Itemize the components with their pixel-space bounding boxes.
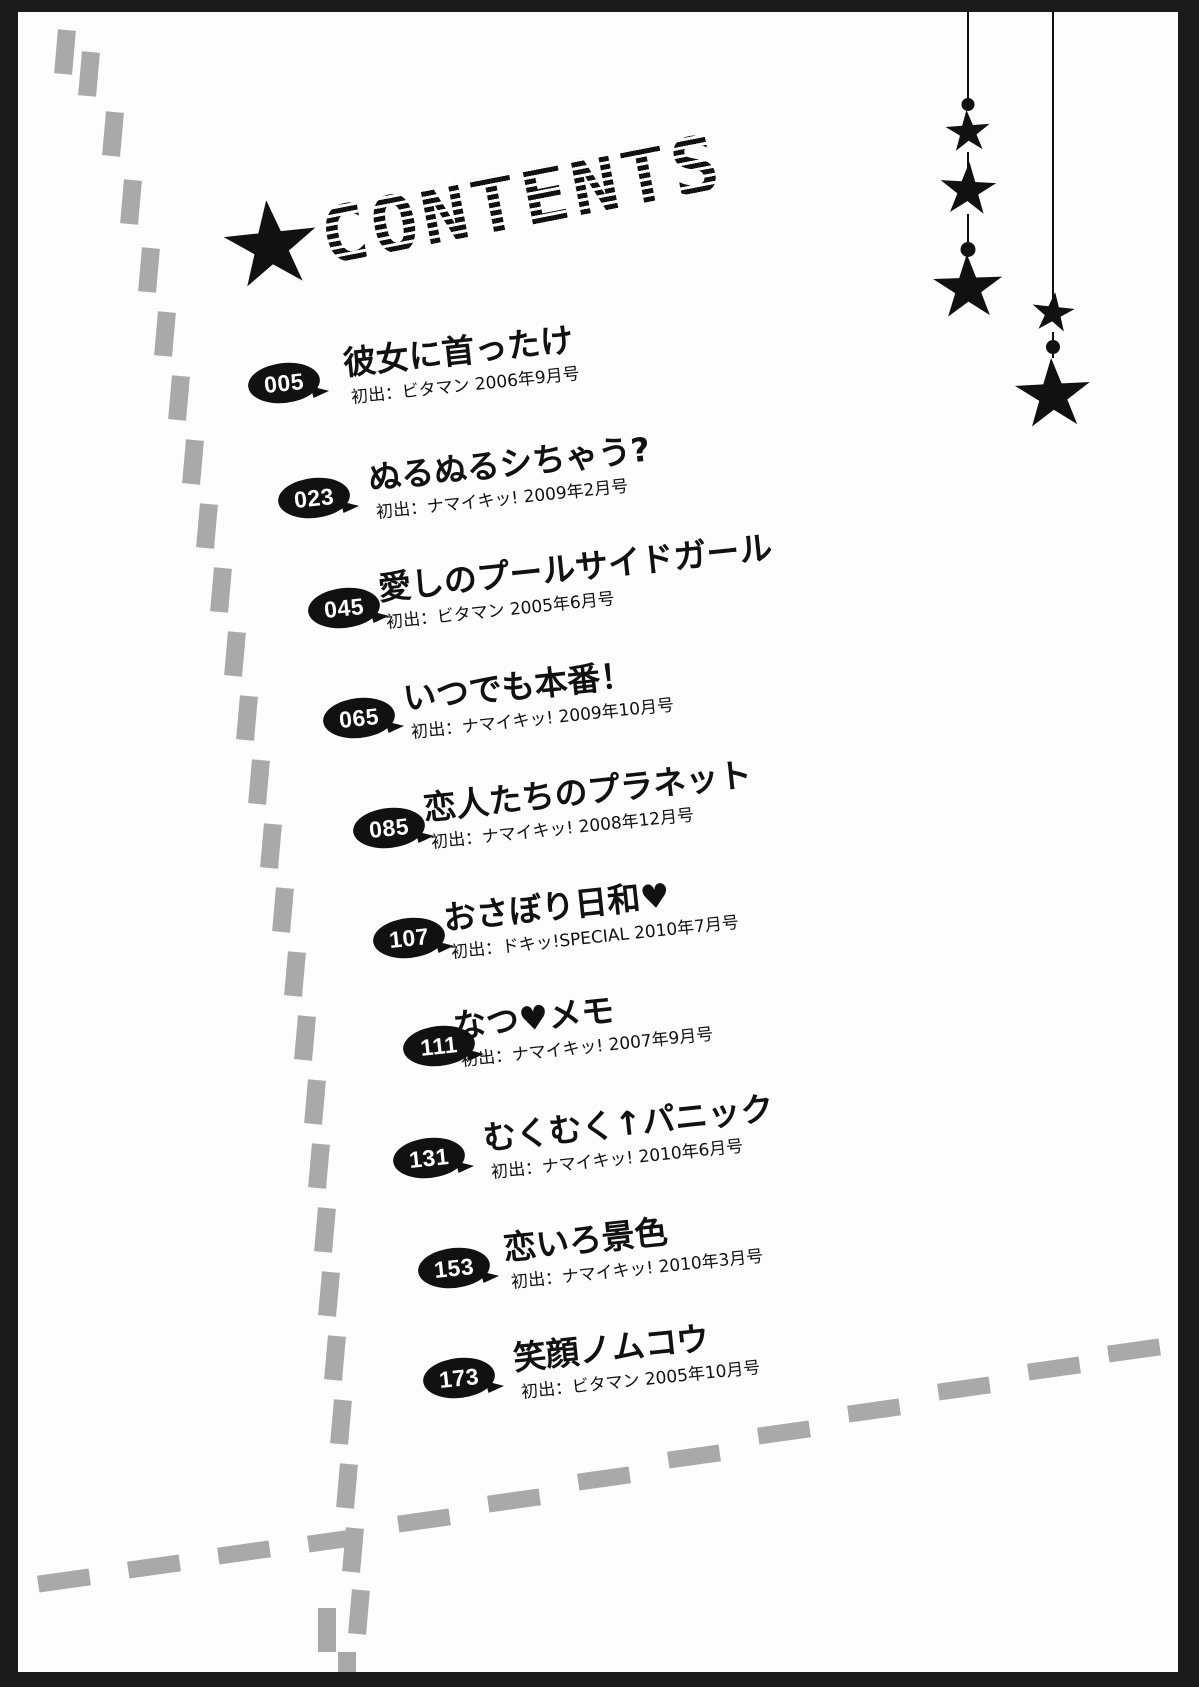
page-number-badge[interactable]: 065 [321, 694, 397, 742]
bead-icon [961, 98, 975, 111]
dash-segment [102, 111, 124, 157]
page-number-badge[interactable]: 005 [246, 359, 322, 407]
dash-segment [1027, 1356, 1081, 1381]
dash-segment [314, 1207, 336, 1253]
page-number-badge[interactable]: 107 [371, 914, 447, 962]
dash-segment [168, 375, 190, 421]
dash-segment [294, 1015, 316, 1061]
mobile-string [967, 152, 969, 174]
page-title-group: CONTENTS [213, 118, 773, 282]
mobile-string [967, 12, 969, 102]
dash-segment [577, 1466, 631, 1491]
star-mobile-right [1018, 12, 1088, 452]
star-icon [938, 161, 999, 220]
dash-segment [397, 1508, 451, 1533]
page-number-badge[interactable]: 045 [306, 584, 382, 632]
dash-segment [937, 1376, 991, 1401]
page-number-badge[interactable]: 153 [416, 1244, 492, 1292]
dash-segment [210, 567, 232, 613]
mobile-string [1052, 12, 1054, 302]
dash-segment [260, 823, 282, 869]
dash-segment [324, 1335, 346, 1381]
page-number-badge[interactable]: 023 [276, 474, 352, 522]
star-icon [1012, 356, 1094, 434]
dash-segment [154, 311, 176, 357]
dash-segment [336, 1463, 358, 1509]
dash-segment [487, 1488, 541, 1513]
page-number-badge[interactable]: 085 [351, 804, 427, 852]
dash-segment [308, 1143, 330, 1189]
dash-segment [757, 1420, 811, 1445]
dash-segment [272, 887, 294, 933]
dash-segment [348, 1589, 370, 1635]
star-icon [218, 195, 323, 297]
dash-segment [120, 179, 142, 225]
bead-icon [1046, 340, 1060, 354]
dash-segment [236, 695, 258, 741]
dash-segment [284, 951, 306, 997]
dash-segment [127, 1554, 181, 1579]
bead-icon [960, 242, 976, 257]
dash-segment [54, 29, 76, 75]
star-mobile-left [938, 12, 998, 312]
dash-segment [330, 1399, 352, 1445]
dash-segment [847, 1398, 901, 1423]
dash-segment [224, 631, 246, 677]
dash-segment [138, 247, 160, 293]
star-icon [931, 253, 1005, 323]
dash-segment [667, 1444, 721, 1469]
dash-segment [182, 439, 204, 485]
page-number-badge[interactable]: 131 [391, 1134, 467, 1182]
dash-segment [248, 759, 270, 805]
star-icon [1029, 290, 1077, 336]
dash-segment [338, 1652, 356, 1672]
dash-segment [318, 1608, 336, 1652]
dash-segment [318, 1271, 340, 1317]
dash-segment [217, 1540, 271, 1565]
dash-segment [304, 1079, 326, 1125]
dash-segment [196, 503, 218, 549]
page-title: CONTENTS [313, 118, 730, 284]
dash-segment [78, 51, 100, 97]
dash-segment [37, 1568, 91, 1593]
mobile-string [967, 214, 969, 246]
page-number-badge[interactable]: 173 [421, 1354, 497, 1402]
star-icon [944, 108, 993, 155]
dash-segment [1107, 1338, 1161, 1363]
